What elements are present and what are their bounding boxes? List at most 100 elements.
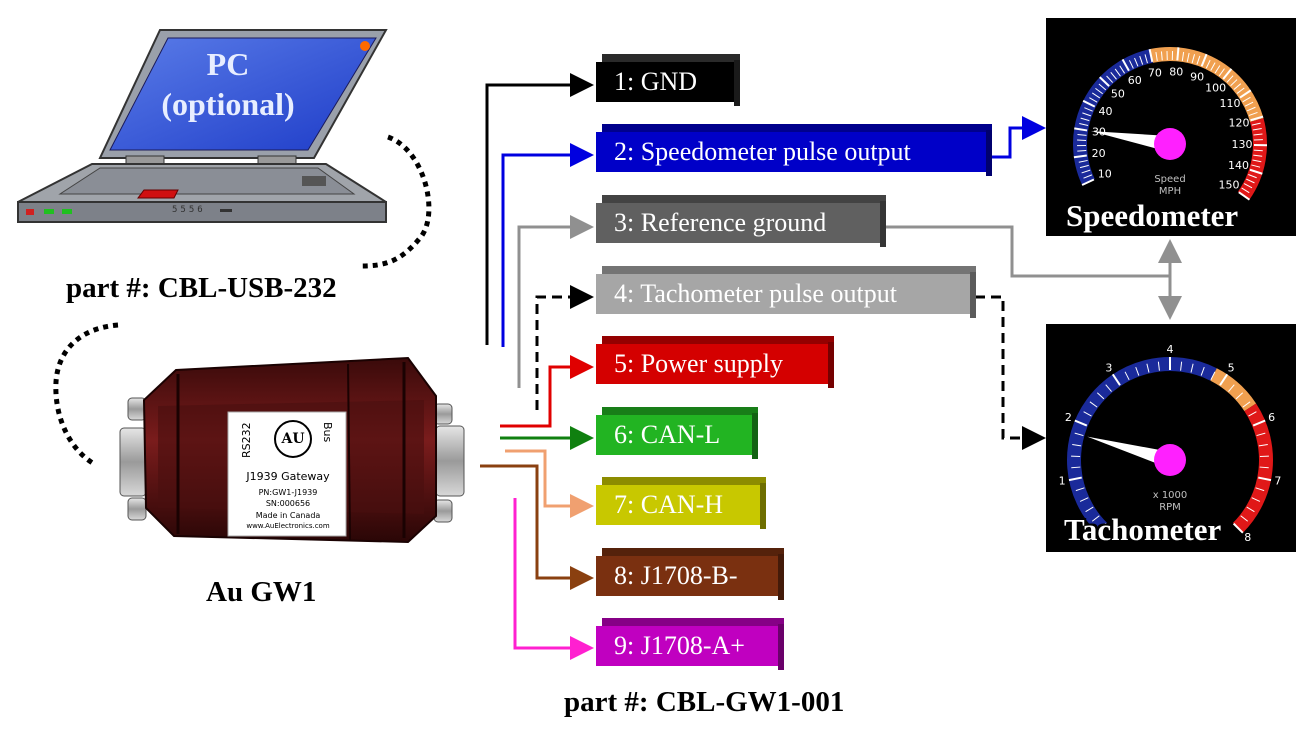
gauge-tick xyxy=(1079,123,1089,127)
gateway-label-bus: Bus xyxy=(321,422,334,443)
gauge-tick xyxy=(1111,373,1121,386)
gauge-tick-label: 1 xyxy=(1059,474,1066,487)
gauge-tick xyxy=(1128,60,1134,69)
gauge-tick xyxy=(1241,187,1250,194)
gateway-label-pn: PN:GW1-J1939 xyxy=(258,488,318,497)
wire-pin4 xyxy=(535,285,594,410)
gauge-tick xyxy=(1077,149,1087,152)
gauge-tick xyxy=(1079,164,1089,169)
gauge-tick xyxy=(1148,48,1154,63)
pc-cable-part-number: part #: CBL-USB-232 xyxy=(66,272,337,304)
gauge-tick-label: 90 xyxy=(1190,70,1204,83)
gauge-tick xyxy=(1248,411,1257,417)
gateway-label-sn: SN:000656 xyxy=(265,499,311,508)
gauge-tick xyxy=(1078,159,1088,163)
gauge-tick xyxy=(1228,384,1235,392)
gauge-tick xyxy=(1157,361,1160,371)
gauge-tick xyxy=(1242,401,1251,408)
gauge-tick xyxy=(1071,466,1081,469)
gauge-tick xyxy=(1205,59,1211,69)
gauge-tick xyxy=(1080,117,1090,122)
gauge-color-band xyxy=(1232,403,1273,533)
pin-label: 3: Reference ground xyxy=(614,208,827,237)
gauge-tick-label: 7 xyxy=(1274,474,1281,487)
gauge-tick xyxy=(1085,506,1094,513)
gauge-tick xyxy=(1068,476,1082,482)
gauge-tick-label: 140 xyxy=(1228,159,1249,172)
wire-speed-out xyxy=(990,116,1046,159)
gauge-tick xyxy=(1251,122,1261,126)
gauge-tick xyxy=(1200,53,1208,67)
gauge-tick xyxy=(1253,133,1263,136)
gauge-tick xyxy=(1250,115,1264,122)
gateway-label-web: www.AuElectronics.com xyxy=(246,522,330,530)
gauge-tick xyxy=(1096,522,1108,534)
gauge-tick xyxy=(1091,92,1101,99)
gauge-tick xyxy=(1077,134,1087,136)
gauge-tick-label: 150 xyxy=(1218,178,1239,191)
pin-box: 3: Reference ground xyxy=(596,195,886,247)
gauge-tick-label: 130 xyxy=(1231,138,1252,151)
gauge-tick-label: 120 xyxy=(1229,117,1250,130)
gateway-label: RS232 AU Bus J1939 Gateway PN:GW1-J1939 … xyxy=(230,414,346,536)
gauge-tick-label: 0 xyxy=(1089,531,1096,544)
pin-box: 5: Power supply xyxy=(596,336,834,388)
gauge-tick xyxy=(1232,522,1244,534)
gauge-tick xyxy=(1240,515,1249,522)
wire-pin9 xyxy=(513,498,594,660)
gauge-tick-label: 8 xyxy=(1244,531,1251,544)
gateway-caption: Au GW1 xyxy=(206,576,317,608)
wire-pin8 xyxy=(480,464,594,590)
gauge-color-band xyxy=(1210,368,1257,412)
gauge-tick xyxy=(1246,178,1255,184)
gauge-tick xyxy=(1219,373,1229,386)
wire-pin3 xyxy=(517,215,594,388)
gauge-tick xyxy=(1110,71,1117,80)
wire-pin5 xyxy=(500,355,594,428)
gauge-tick xyxy=(1244,101,1254,107)
gauge-tick xyxy=(1248,111,1258,116)
wire-pin1 xyxy=(485,73,594,345)
gauge-tick xyxy=(1200,366,1205,376)
gauge-tick xyxy=(1072,444,1082,447)
pin-box: 6: CAN-L xyxy=(596,407,758,459)
laptop-label-line2: (optional) xyxy=(161,86,295,122)
laptop-keypad-text: 5556 xyxy=(172,205,206,215)
gauge-needle xyxy=(1087,436,1173,468)
gauge-tick xyxy=(1084,107,1093,112)
gauge-tick xyxy=(1236,87,1245,94)
gauge-tick-label: 4 xyxy=(1167,343,1174,356)
gauge-tick xyxy=(1176,47,1180,61)
gauge-tick xyxy=(1095,88,1103,95)
gauge-tick xyxy=(1252,419,1266,427)
cable-part-number: part #: CBL-GW1-001 xyxy=(564,686,845,718)
gauge-tick-label: 10 xyxy=(1098,167,1112,180)
gauge-tick xyxy=(1251,497,1261,502)
gauge-tick xyxy=(1124,371,1130,381)
gauge-tick xyxy=(1214,65,1221,74)
gauge-tick xyxy=(1190,363,1194,373)
gauge-tick xyxy=(1074,432,1084,437)
gauge-tick-label: 70 xyxy=(1148,67,1162,80)
gauge-tick xyxy=(1096,392,1105,400)
gauge-tick-label: 2 xyxy=(1065,411,1072,424)
gauge-tick xyxy=(1258,476,1272,482)
wire-pin2 xyxy=(501,143,594,347)
gauge-tick xyxy=(1146,363,1150,373)
gauge-tick-label: 3 xyxy=(1105,362,1112,375)
gauge-tick-label: 6 xyxy=(1268,411,1275,424)
pin-box: 7: CAN-H xyxy=(596,477,766,529)
gauge-tick xyxy=(1121,58,1130,72)
gauge-tick xyxy=(1105,384,1112,392)
gauge-tick xyxy=(1252,128,1262,131)
pin-label: 4: Tachometer pulse output xyxy=(614,279,897,308)
serial-cable-dotted-lower xyxy=(53,322,119,468)
gauge-tick xyxy=(1081,169,1091,174)
gauge-tick xyxy=(1248,174,1257,179)
pin-label: 9: J1708-A+ xyxy=(614,631,745,660)
gauge-tick xyxy=(1099,76,1110,87)
gauge-tick xyxy=(1246,106,1256,112)
gauge-tick xyxy=(1083,174,1093,179)
